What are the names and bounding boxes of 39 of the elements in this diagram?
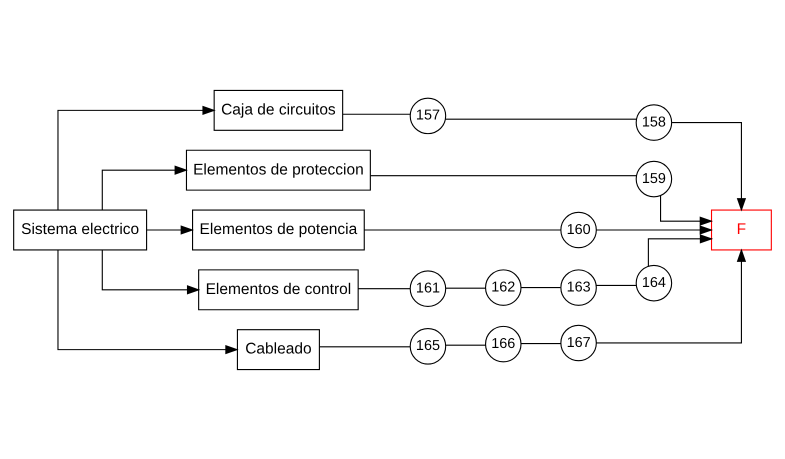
connector	[364, 228, 561, 230]
node-circle: 162	[485, 268, 522, 306]
arrow	[672, 122, 746, 211]
connector	[521, 286, 560, 288]
node-box: Elementos de potencia	[192, 209, 365, 250]
connector	[446, 344, 486, 346]
arrow	[57, 250, 239, 354]
connector	[446, 118, 636, 120]
node-box: Sistema electrico	[13, 209, 148, 250]
node-circle: 158	[636, 104, 672, 140]
node-circle: 157	[410, 97, 446, 134]
node-circle: 166	[485, 325, 522, 362]
connector	[521, 342, 561, 344]
connector	[320, 346, 410, 347]
arrow	[57, 105, 216, 210]
arrow	[648, 234, 714, 266]
arrow	[146, 224, 194, 234]
node-circle: 165	[410, 328, 446, 364]
node-circle: 164	[636, 264, 672, 301]
connector	[596, 284, 636, 286]
node-box: Elementos de control	[198, 268, 359, 310]
connector	[446, 287, 486, 288]
node-box: F	[710, 209, 772, 250]
node-circle: 159	[636, 160, 672, 197]
node-box: Cableado	[236, 328, 320, 370]
arrow	[102, 165, 188, 210]
connector	[342, 113, 410, 114]
node-circle: 167	[560, 324, 597, 361]
arrow	[596, 248, 746, 344]
node-circle: 163	[560, 268, 597, 306]
node-circle: 161	[410, 270, 446, 306]
arrow	[596, 224, 713, 234]
arrow	[660, 195, 713, 226]
arrow	[102, 250, 200, 294]
node-box: Caja de circuitos	[214, 89, 344, 130]
connector	[358, 288, 410, 289]
node-circle: 160	[560, 211, 597, 248]
connector	[370, 174, 636, 176]
node-box: Elementos de proteccion	[186, 149, 371, 190]
